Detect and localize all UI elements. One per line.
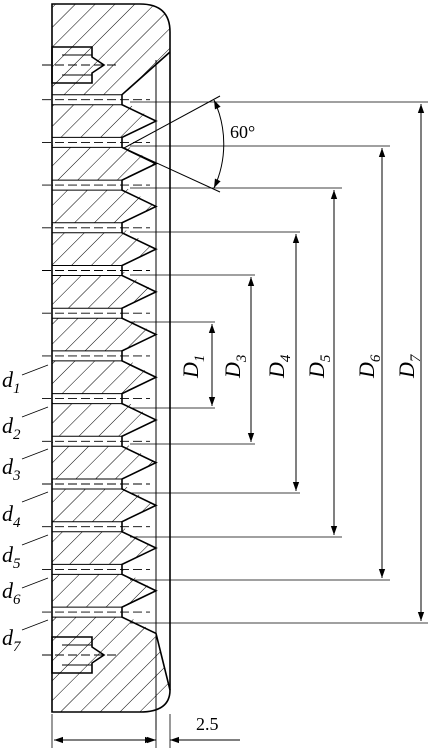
D5-label: D5	[304, 354, 334, 379]
screw-hole-top	[51, 46, 106, 84]
d-leader	[21, 491, 49, 503]
plate-outline	[51, 3, 171, 713]
D4-label: D4	[264, 354, 294, 379]
tooth-profile	[121, 51, 171, 691]
d3-label: d3	[2, 454, 21, 484]
D1-label: D1	[178, 355, 208, 379]
d5-label: d5	[2, 542, 21, 572]
angle-label: 60°	[230, 122, 255, 142]
angle-leg-upper	[123, 95, 221, 149]
dimension-lines	[21, 95, 428, 748]
groove-diameter-labels: d1 d2 d3 d4 d5 d6 d7	[2, 367, 22, 655]
d-leader	[21, 364, 49, 376]
d7-label: d7	[2, 625, 22, 655]
thread-diameter-labels: D1 D3 D4 D5 D6 D7	[178, 353, 424, 379]
d6-label: d6	[2, 578, 21, 608]
d4-label: d4	[2, 501, 21, 531]
width-label: 2.5	[196, 714, 219, 734]
d-leader	[21, 577, 49, 589]
D6-label: D6	[354, 354, 384, 379]
d-leader	[21, 406, 49, 418]
angle-leg-lower	[123, 147, 221, 193]
d2-label: d2	[2, 413, 21, 443]
angle-arc	[213, 99, 225, 189]
d-leader	[21, 534, 49, 546]
D7-label: D7	[394, 353, 424, 379]
d-leader	[21, 448, 49, 460]
screw-hole-bottom	[51, 636, 106, 674]
d1-label: d1	[2, 367, 21, 397]
d-leader	[21, 619, 49, 631]
plate-cross-section	[42, 3, 171, 730]
D3-label: D3	[220, 355, 250, 379]
